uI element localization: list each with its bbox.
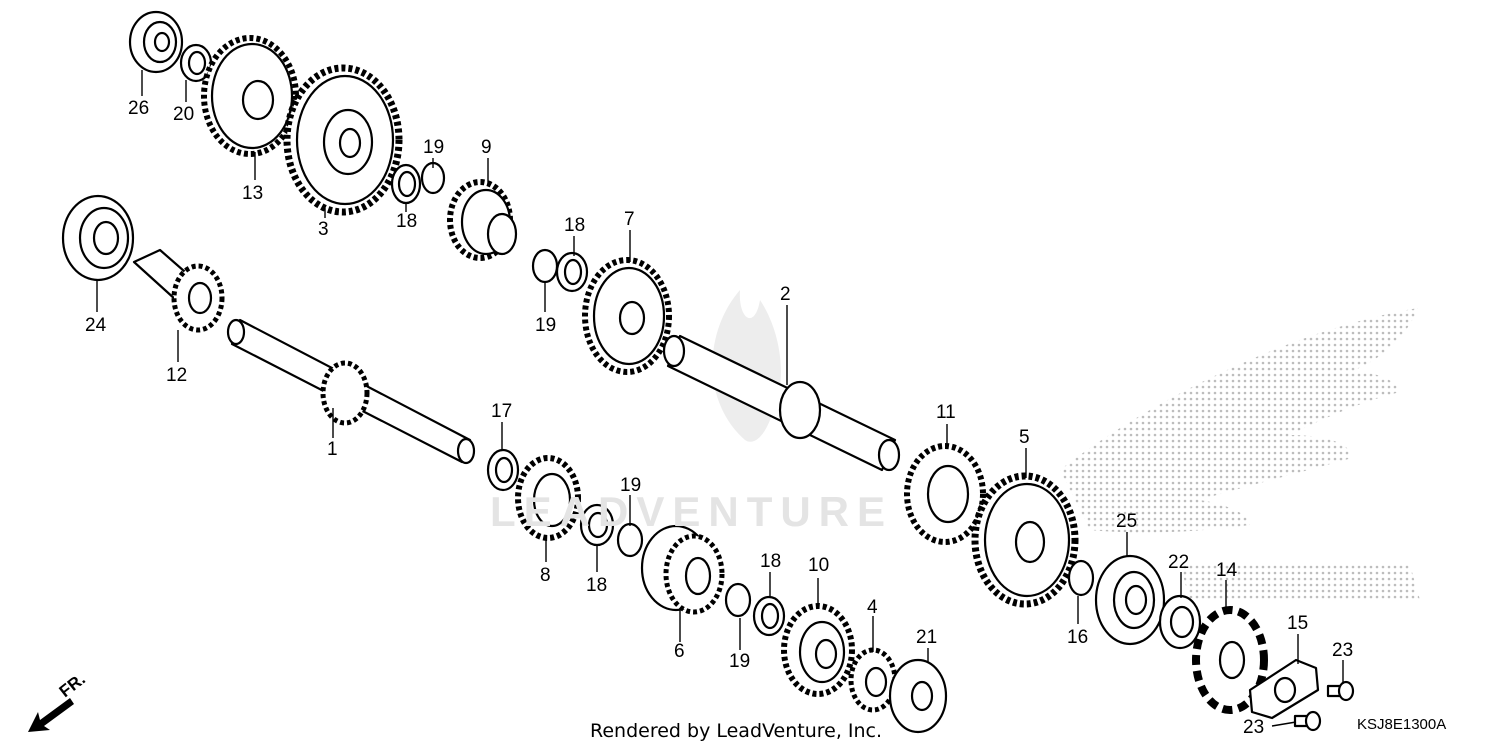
callout-26: 26 — [128, 98, 150, 119]
front-direction-arrow-icon — [28, 698, 74, 732]
callout-18: 18 — [586, 575, 608, 596]
callout-10: 10 — [808, 555, 830, 576]
part-12-gear — [132, 248, 225, 333]
callout-22: 22 — [1168, 552, 1190, 573]
callout-11: 11 — [936, 402, 956, 423]
brand-wing-logo — [1060, 308, 1420, 600]
part-23-bolt-b — [1293, 710, 1322, 732]
callout-18: 18 — [396, 211, 418, 232]
callout-19: 19 — [729, 651, 751, 672]
callout-2: 2 — [780, 284, 791, 305]
part-11-gear — [904, 443, 986, 545]
callout-21: 21 — [916, 627, 938, 648]
part-22-seal — [1158, 594, 1202, 650]
callout-19: 19 — [620, 475, 642, 496]
part-4-gear — [848, 647, 898, 713]
callout-19: 19 — [535, 315, 557, 336]
callout-12: 12 — [166, 365, 188, 386]
callout-17: 17 — [491, 401, 513, 422]
part-1-mainshaft — [226, 318, 476, 465]
part-26-bearing — [128, 10, 184, 74]
callout-1: 1 — [327, 439, 338, 460]
part-7-gear — [582, 257, 672, 375]
leader-lines — [96, 70, 1344, 727]
part-24-bearing — [61, 194, 135, 282]
callout-16: 16 — [1067, 627, 1089, 648]
part-3-gear — [283, 64, 403, 216]
callout-23: 23 — [1243, 717, 1265, 738]
callout-25: 25 — [1116, 511, 1138, 532]
callout-3: 3 — [318, 219, 329, 240]
callout-4: 4 — [867, 597, 878, 618]
part-13-gear — [201, 35, 299, 157]
diagram-code: KSJ8E1300A — [1357, 716, 1447, 733]
part-19-circlip-d — [724, 582, 752, 618]
part-8-gear — [515, 455, 581, 541]
part-16-circlip — [1067, 559, 1095, 597]
callout-14: 14 — [1216, 560, 1238, 581]
part-9-gear — [447, 179, 518, 261]
render-credit: Rendered by LeadVenture, Inc. — [590, 720, 883, 742]
callout-9: 9 — [481, 137, 492, 158]
callout-20: 20 — [173, 104, 195, 125]
part-15-plate — [1248, 658, 1320, 720]
part-20-washer — [179, 43, 213, 83]
callout-24: 24 — [85, 315, 107, 336]
part-2-countershaft — [662, 334, 901, 472]
callout-8: 8 — [540, 565, 551, 586]
watermark-text: LEADVENTURE — [490, 488, 894, 535]
callout-23: 23 — [1332, 640, 1354, 661]
part-6-gear — [640, 524, 725, 615]
callout-19: 19 — [423, 137, 445, 158]
callout-15: 15 — [1287, 613, 1309, 634]
part-10-gear — [781, 603, 855, 697]
part-21-bearing — [888, 658, 948, 734]
part-19-circlip-b — [531, 248, 559, 284]
callout-13: 13 — [242, 183, 264, 204]
callout-7: 7 — [624, 209, 635, 230]
part-5-gear — [971, 472, 1079, 608]
part-14-sprocket — [1192, 606, 1268, 714]
callout-6: 6 — [674, 641, 685, 662]
callout-18: 18 — [564, 215, 586, 236]
part-25-bearing — [1094, 554, 1166, 646]
part-23-bolt-a — [1326, 680, 1355, 702]
callout-5: 5 — [1019, 427, 1030, 448]
callout-18: 18 — [760, 551, 782, 572]
